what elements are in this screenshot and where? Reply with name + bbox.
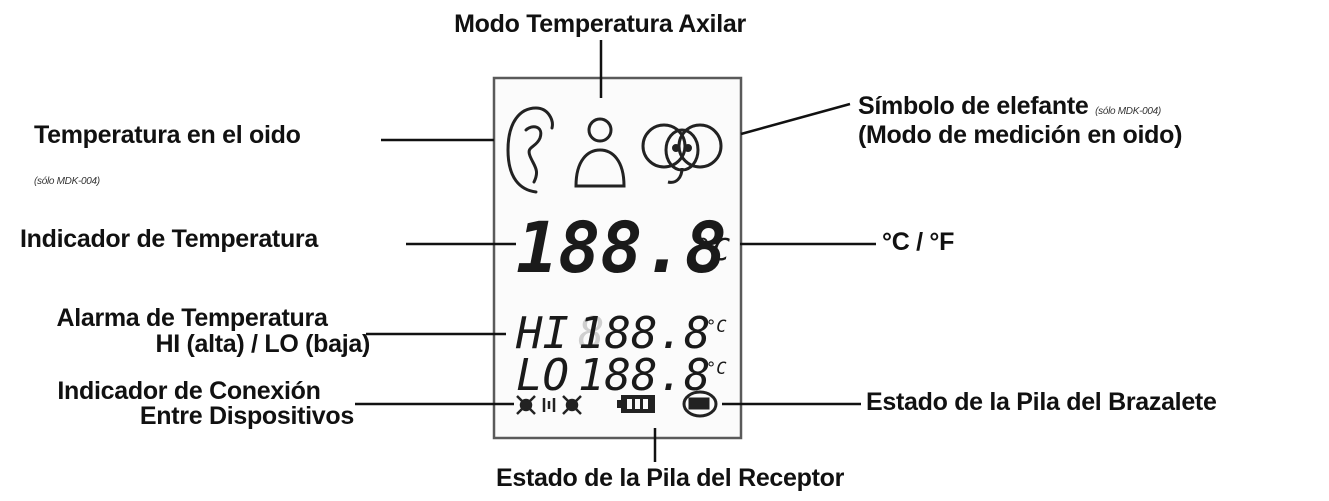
label-alarm-line1: Alarma de Temperatura — [56, 304, 328, 332]
hi-prefix: HI — [515, 308, 569, 359]
ear-icon — [506, 106, 554, 194]
label-axillary-mode: Modo Temperatura Axilar — [454, 10, 746, 38]
label-ear-measure-mode: (Modo de medición en oido) — [858, 121, 1183, 149]
label-alarm-line2: HI (alta) / LO (baja) — [155, 330, 370, 358]
label-temp-indicator: Indicador de Temperatura — [20, 225, 318, 253]
label-receiver-battery: Estado de la Pila del Receptor — [495, 464, 845, 492]
main-reading: 188.8 — [516, 207, 727, 289]
elephant-icon — [641, 123, 723, 184]
label-ear-temp-note: (sólo MDK-004) — [34, 176, 100, 187]
lcd-frame — [492, 76, 743, 440]
hi-ghost: 888.8 — [578, 308, 710, 359]
lo-prefix: LO — [516, 350, 569, 401]
lo-unit: °C — [706, 359, 727, 379]
hi-reading: 188.8 — [578, 308, 710, 359]
leader-elephant — [740, 102, 851, 136]
label-connection-line2: Entre Dispositivos — [139, 402, 354, 430]
label-ear-temp: Temperatura en el oido — [34, 121, 301, 149]
connection-icon — [516, 395, 582, 415]
label-elephant-symbol-text: Símbolo de elefante — [858, 92, 1089, 120]
bracelet-battery-icon — [682, 390, 718, 418]
label-connection-line1: Indicador de Conexión — [57, 377, 321, 405]
label-elephant-symbol-note: (sólo MDK-004) — [1095, 106, 1161, 117]
person-icon — [574, 117, 626, 188]
label-bracelet-battery: Estado de la Pila del Brazalete — [866, 388, 1217, 416]
label-elephant-symbol: Símbolo de elefante (sólo MDK-004) — [858, 92, 1161, 121]
lo-reading: 188.8 — [578, 350, 710, 401]
label-unit-toggle: °C / °F — [882, 228, 955, 256]
receiver-battery-icon — [617, 395, 655, 413]
main-unit: °C — [694, 233, 730, 268]
hi-unit: °C — [706, 317, 727, 337]
